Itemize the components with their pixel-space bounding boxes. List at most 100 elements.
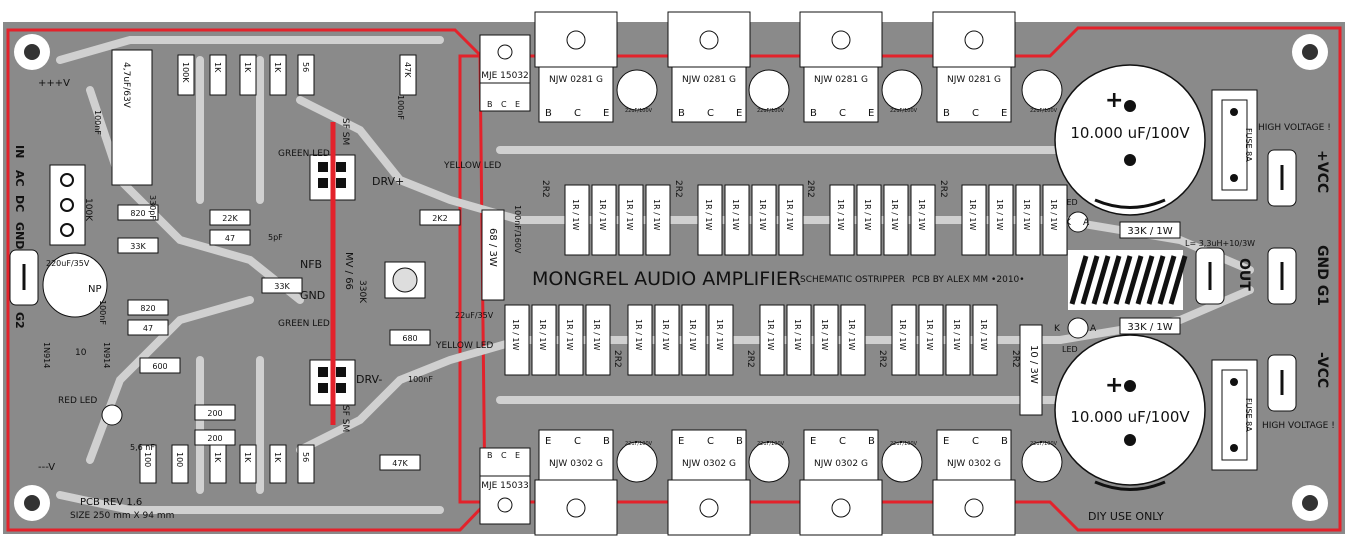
emitter-resistor-bottom-4: 1R / 1W — [585, 304, 611, 376]
r2r2-bottom-1: 2R2 — [612, 350, 622, 368]
svg-text:MJE 15033: MJE 15033 — [481, 481, 529, 491]
svg-text:1R / 1W: 1R / 1W — [538, 319, 547, 351]
r2r2-bottom-2: 2R2 — [745, 350, 755, 368]
svg-text:100: 100 — [175, 452, 184, 467]
resistor-h-11: 47K — [379, 454, 421, 471]
cap-label-4: 5pF — [268, 233, 283, 242]
yellow-led-top: YELLOW LED — [443, 161, 501, 171]
svg-text:E: E — [545, 436, 551, 447]
svg-text:+VCC: +VCC — [1314, 150, 1330, 193]
svg-text:1R / 1W: 1R / 1W — [836, 199, 845, 231]
svg-text:47: 47 — [225, 234, 235, 243]
decoupling-cap-bottom-1: 22uF/100V — [616, 441, 658, 483]
emitter-resistor-top-11: 1R / 1W — [883, 184, 909, 256]
emitter-resistor-top-16: 1R / 1W — [1042, 184, 1068, 256]
decoupling-cap-bottom-4: 22uF/100V — [1021, 441, 1063, 483]
decoupling-cap-bottom-2: 22uF/100V — [748, 441, 790, 483]
svg-text:1R / 1W: 1R / 1W — [898, 319, 907, 351]
svg-text:820: 820 — [140, 304, 155, 313]
svg-text:1R / 1W: 1R / 1W — [968, 199, 977, 231]
resistor-h-4: 47 — [209, 229, 251, 246]
resistor-top-4: 1K — [269, 54, 287, 96]
pcb-revision: PCB REV 1.6 — [80, 497, 142, 508]
svg-text:1R / 1W: 1R / 1W — [1022, 199, 1031, 231]
emitter-resistor-bottom-13: 1R / 1W — [891, 304, 917, 376]
cap-label-1: 100nF — [93, 110, 102, 135]
emitter-resistor-bottom-6: 1R / 1W — [654, 304, 680, 376]
svg-text:22K: 22K — [222, 214, 238, 223]
svg-text:1R / 1W: 1R / 1W — [634, 319, 643, 351]
emitter-resistor-top-3: 1R / 1W — [618, 184, 644, 256]
svg-text:33K: 33K — [274, 282, 290, 291]
svg-text:4,7uF/63V: 4,7uF/63V — [121, 62, 131, 109]
svg-text:820: 820 — [130, 209, 145, 218]
svg-text:LED: LED — [1062, 198, 1078, 207]
drv-plus-label: DRV+ — [372, 175, 404, 188]
cap-label-3: 330pF — [148, 195, 157, 220]
schematic-credit: SCHEMATIC OSTRIPPER — [800, 275, 905, 285]
svg-text:AC: AC — [13, 170, 26, 187]
connector-g2: G2 — [9, 249, 39, 329]
svg-text:E: E — [943, 436, 949, 447]
svg-text:22uF/100V: 22uF/100V — [625, 108, 653, 114]
svg-text:33K: 33K — [130, 242, 146, 251]
svg-text:1N914: 1N914 — [42, 342, 51, 368]
mounting-hole-br — [1292, 485, 1328, 521]
svg-text:RED LED: RED LED — [58, 396, 97, 406]
main-capacitor-top: + 10.000 uF/100V — [1054, 64, 1206, 216]
svg-text:200: 200 — [207, 434, 222, 443]
svg-text:1R / 1W: 1R / 1W — [565, 319, 574, 351]
led-right-bottom: LED K A — [1054, 317, 1097, 354]
component-labels: 2R22R22R22R22R22R22R22R2100nF100nF330pF5… — [75, 95, 1020, 452]
svg-text:1R / 1W: 1R / 1W — [995, 199, 1004, 231]
svg-text:1R / 1W: 1R / 1W — [688, 319, 697, 351]
svg-text:1R / 1W: 1R / 1W — [793, 319, 802, 351]
svg-text:B: B — [603, 436, 610, 447]
svg-text:33K / 1W: 33K / 1W — [1127, 226, 1172, 237]
svg-text:1R / 1W: 1R / 1W — [766, 319, 775, 351]
svg-text:1K: 1K — [273, 452, 282, 463]
svg-text:C: C — [707, 108, 714, 119]
emitter-resistor-top-9: 1R / 1W — [829, 184, 855, 256]
mounting-hole-tr — [1292, 34, 1328, 70]
resistor-h-1: 820 — [117, 204, 159, 221]
svg-text:56: 56 — [301, 62, 310, 72]
mounting-hole-bl — [14, 485, 50, 521]
svg-text:+: + — [1105, 373, 1123, 398]
svg-text:OUT: OUT — [1236, 258, 1252, 291]
main-capacitor-bottom: + 10.000 uF/100V — [1054, 334, 1206, 491]
sf-sm-bottom: SF SM — [340, 405, 350, 432]
svg-text:1R / 1W: 1R / 1W — [715, 319, 724, 351]
connector-out: OUT — [1195, 247, 1252, 305]
emitter-resistor-top-10: 1R / 1W — [856, 184, 882, 256]
green-led-bottom: GREEN LED — [278, 319, 330, 329]
emitter-resistor-top-8: 1R / 1W — [778, 184, 804, 256]
svg-text:B: B — [678, 108, 685, 119]
diode-1n914-a: 1N914 — [42, 342, 51, 368]
emitter-resistor-bottom-16: 1R / 1W — [972, 304, 998, 376]
input-terminal-block: IN AC DC GND — [13, 145, 86, 249]
pcb-credit: PCB BY ALEX MM •2010• — [912, 275, 1025, 285]
r330k-label: 330K — [357, 280, 367, 304]
resistor-top-6: 47K — [399, 54, 417, 96]
svg-text:L= 3,3uH+10/3W: L= 3,3uH+10/3W — [1185, 239, 1255, 248]
resistor-h-3: 22K — [209, 209, 251, 226]
output-coil: L= 3,3uH+10/3W — [1068, 239, 1255, 310]
svg-text:22uF/100V: 22uF/100V — [1030, 108, 1058, 114]
svg-text:E: E — [736, 108, 742, 119]
svg-text:1K: 1K — [213, 452, 222, 463]
board-outline-right — [458, 26, 1342, 532]
emitter-resistor-top-13: 1R / 1W — [961, 184, 987, 256]
svg-text:G2: G2 — [13, 312, 26, 329]
resistor-h-7: 47 — [127, 319, 169, 336]
cap-label-7: 100nF — [408, 375, 433, 384]
emitter-resistor-bottom-3: 1R / 1W — [558, 304, 584, 376]
r2r2-bottom-4: 2R2 — [1010, 350, 1020, 368]
svg-text:1K: 1K — [213, 62, 222, 73]
svg-text:+: + — [1105, 88, 1123, 113]
